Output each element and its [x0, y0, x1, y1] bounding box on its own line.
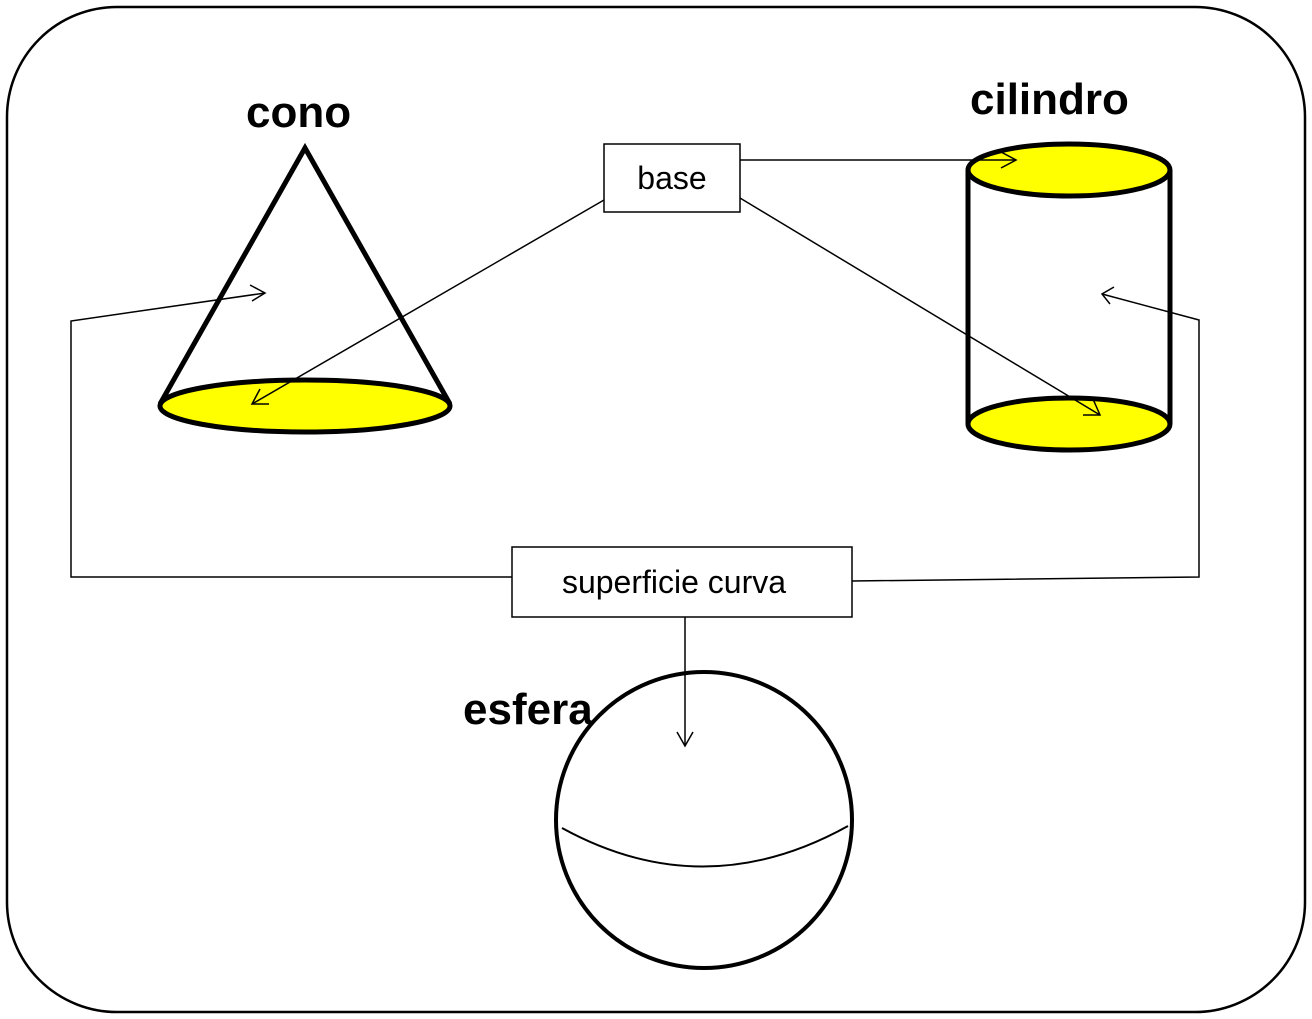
arrowhead-cylinder-top [1000, 151, 1018, 169]
cone-shape [157, 142, 453, 435]
base-box-label: base [637, 160, 706, 196]
sphere-label: esfera [463, 685, 593, 734]
connector-curved-to-cone [70, 292, 512, 578]
arrowhead-cylinder-bottom [1083, 398, 1102, 416]
cone-sides [157, 142, 453, 406]
cone-label: cono [246, 88, 351, 137]
cylinder-bottom-base [965, 395, 1173, 453]
connector-curved-to-cylinder [851, 293, 1200, 582]
arrowhead-sphere [676, 731, 694, 748]
sphere-outline [554, 670, 854, 970]
base-box [603, 143, 741, 213]
connector-base-to-cone-base [251, 199, 605, 405]
cone-base-ellipse [157, 377, 453, 435]
connector-base-to-cylinder-bottom [739, 197, 1101, 416]
arrowhead-cone-base [250, 388, 269, 405]
sphere-shape [554, 670, 854, 970]
arrowhead-cylinder-surface [1100, 286, 1115, 305]
arrowhead-cone-surface [249, 284, 267, 302]
cylinder-label: cilindro [970, 75, 1129, 124]
cylinder-shape [965, 141, 1173, 453]
diagram-frame [5, 5, 1307, 1014]
cylinder-top-base [965, 141, 1173, 199]
curved-surface-box-label: superficie curva [562, 564, 786, 600]
sphere-equator [561, 825, 849, 868]
curved-surface-box [511, 546, 853, 618]
